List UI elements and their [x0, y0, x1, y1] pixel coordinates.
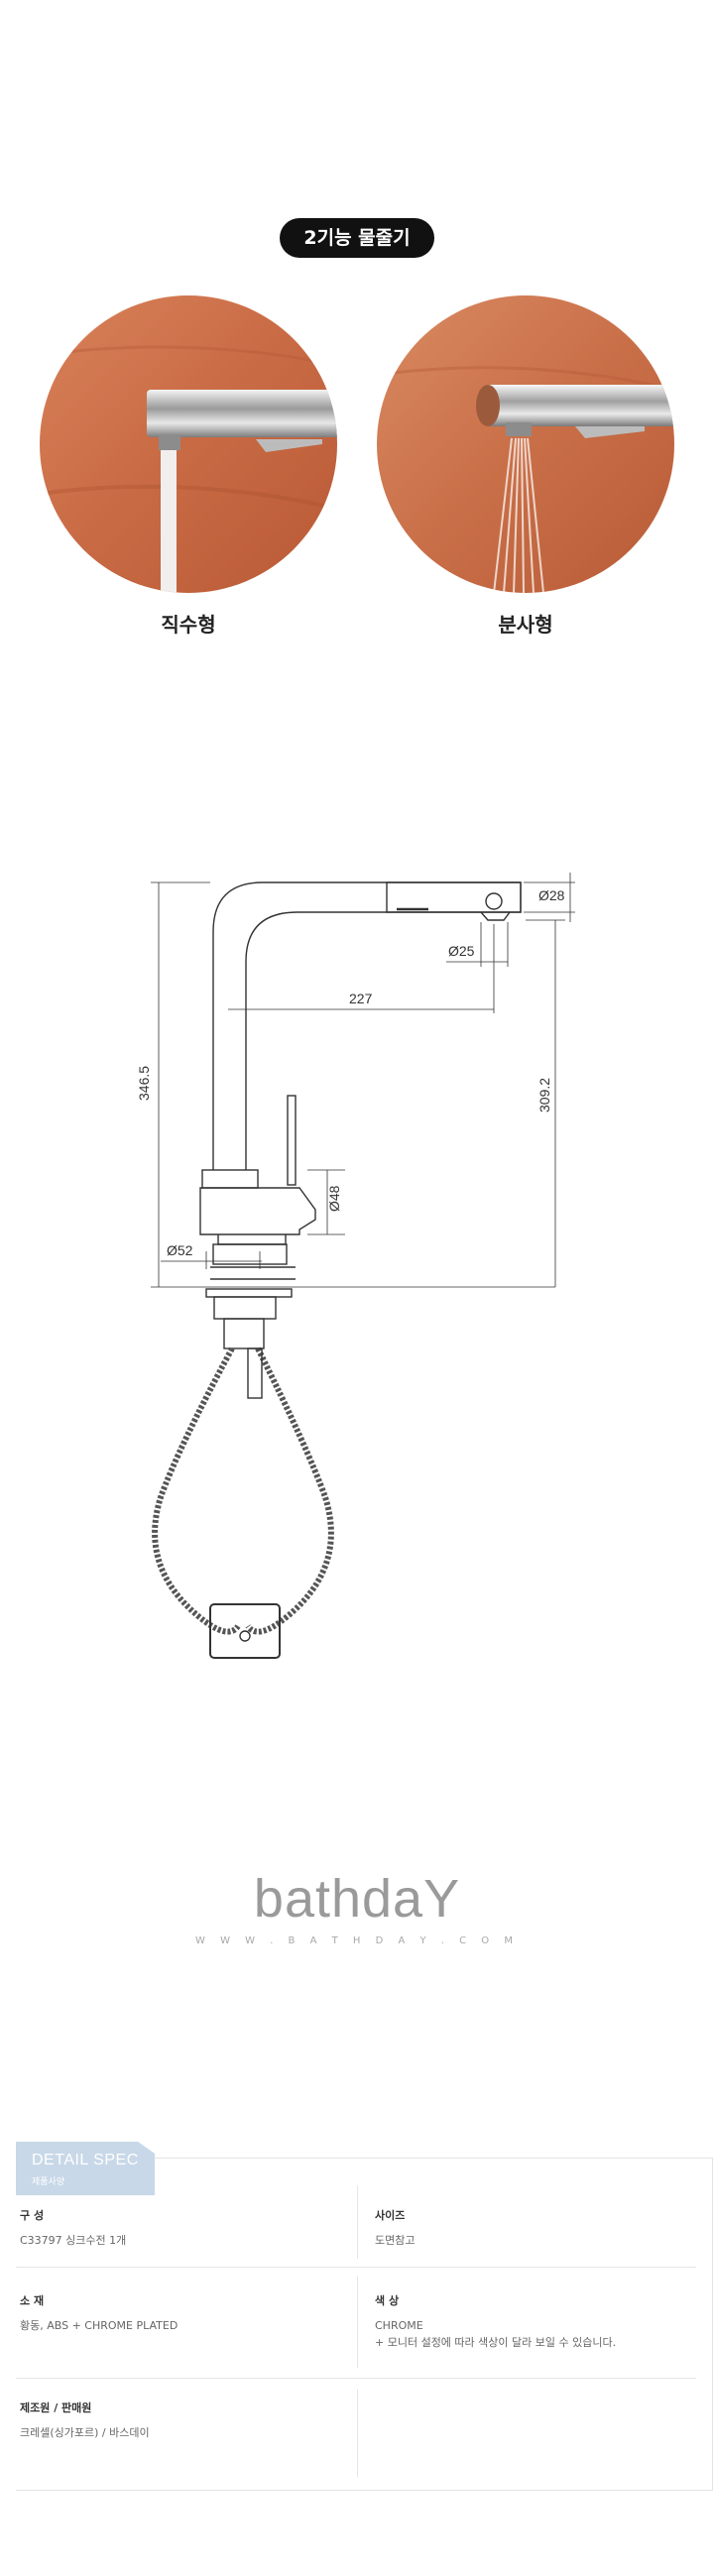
spec-key: 사이즈 — [375, 2209, 406, 2222]
dim-body-diameter: Ø48 — [326, 1185, 342, 1212]
spec-note: + 모니터 설정에 따라 색상이 달라 보일 수 있습니다. — [375, 2336, 617, 2349]
spec-key: 구 성 — [20, 2209, 45, 2222]
spray-stream-photo — [377, 295, 674, 593]
dim-nozzle-diameter: Ø28 — [538, 887, 565, 903]
spec-divider — [16, 2267, 696, 2268]
brand-url: W W W . B A T H D A Y . C O M — [195, 1935, 519, 1946]
spray-stream-label: 분사형 — [498, 613, 553, 637]
function-badge: 2기능 물줄기 — [280, 218, 434, 258]
dim-spout-reach: 227 — [349, 991, 373, 1006]
detail-spec-title: DETAIL SPEC — [32, 2152, 139, 2168]
spec-column-divider — [357, 2390, 358, 2477]
brand-logo: bathdaY — [253, 1869, 461, 1929]
spec-key: 색 상 — [375, 2294, 400, 2307]
dim-total-height: 346.5 — [136, 1066, 152, 1101]
spec-size: 사이즈 도면참고 — [375, 2207, 692, 2249]
dim-spout-height: 309.2 — [536, 1078, 552, 1112]
spec-value: C33797 싱크수전 1개 — [20, 2234, 127, 2247]
spec-divider — [16, 2378, 696, 2379]
spec-column-divider — [357, 2185, 358, 2259]
spec-value: 황동, ABS + CHROME PLATED — [20, 2319, 178, 2332]
spec-value: 크레셀(싱가포르) / 바스데이 — [20, 2426, 150, 2439]
spec-value: 도면참고 — [375, 2234, 416, 2247]
spec-table — [16, 2158, 713, 2491]
dim-outlet-diameter: Ø25 — [448, 943, 475, 959]
spec-color: 색 상 CHROME + 모니터 설정에 따라 색상이 달라 보일 수 있습니다… — [375, 2292, 692, 2351]
straight-stream-label: 직수형 — [161, 613, 216, 637]
dim-base-diameter: Ø52 — [167, 1242, 193, 1258]
detail-spec-tab: DETAIL SPEC 제품사양 — [16, 2142, 155, 2195]
faucet-technical-drawing: Ø28 Ø25 227 346.5 309.2 Ø48 Ø52 — [119, 853, 595, 1666]
spec-column-divider — [357, 2277, 358, 2368]
spec-value: CHROME — [375, 2319, 423, 2332]
spec-key: 제조원 / 판매원 — [20, 2401, 92, 2414]
spec-key: 소 재 — [20, 2294, 45, 2307]
spec-composition: 구 성 C33797 싱크수전 1개 — [20, 2207, 337, 2249]
detail-spec-subtitle: 제품사양 — [32, 2177, 65, 2187]
straight-stream-photo — [40, 295, 337, 593]
spec-material: 소 재 황동, ABS + CHROME PLATED — [20, 2292, 337, 2334]
spec-manufacturer: 제조원 / 판매원 크레셀(싱가포르) / 바스데이 — [20, 2400, 337, 2441]
